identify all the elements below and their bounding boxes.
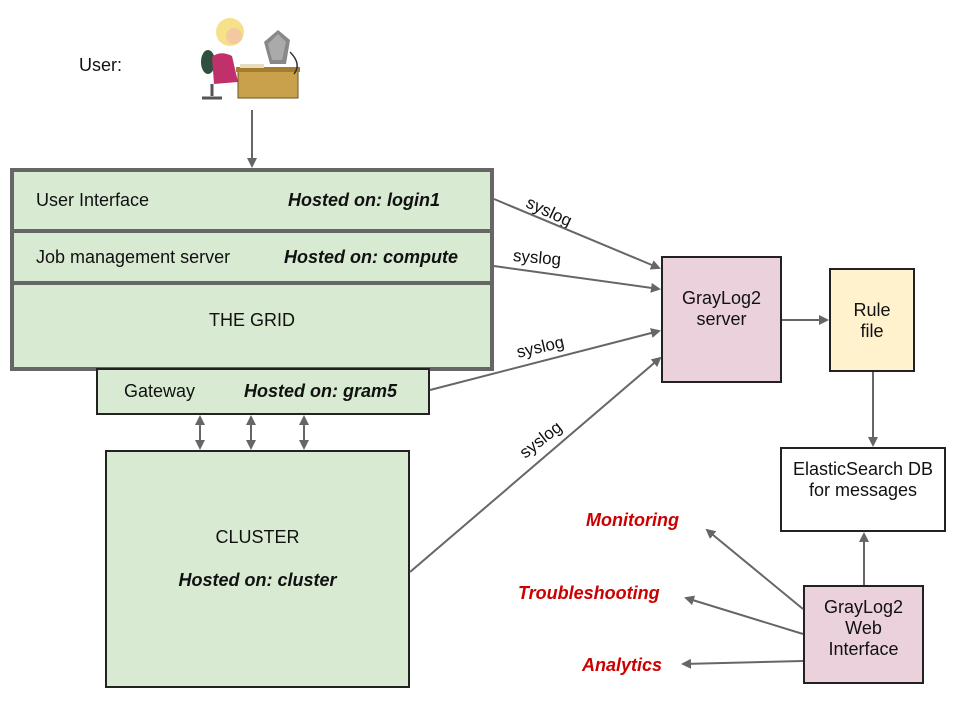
gateway-host: Hosted on: gram5 bbox=[244, 381, 398, 401]
arrow-cluster-to-server bbox=[409, 356, 662, 573]
user-interface-row: User Interface Hosted on: login1 bbox=[10, 168, 494, 233]
user-interface-label: User Interface bbox=[36, 190, 150, 210]
job-management-label: Job management server bbox=[36, 246, 231, 267]
user-at-computer-icon bbox=[190, 12, 308, 104]
user-label: User: bbox=[79, 55, 123, 75]
rule-file-line1: Rule bbox=[853, 300, 891, 320]
graylog-server-box: GrayLog2 server bbox=[661, 256, 782, 383]
graylog-web-interface-box: GrayLog2 Web Interface bbox=[803, 585, 924, 684]
elasticsearch-line1: ElasticSearch DB bbox=[792, 459, 934, 479]
user-interface-host: Hosted on: login1 bbox=[288, 190, 440, 210]
grid-title: THE GRID bbox=[208, 310, 295, 330]
elasticsearch-line2: for messages bbox=[808, 480, 918, 500]
use-analytics: Analytics bbox=[582, 655, 663, 675]
arrow-web-to-monitoring bbox=[705, 528, 804, 610]
cluster-title: CLUSTER bbox=[215, 527, 300, 547]
job-management-host: Hosted on: compute bbox=[284, 246, 458, 267]
cluster-host: Hosted on: cluster bbox=[178, 570, 337, 590]
arrow-job-to-server bbox=[493, 265, 661, 293]
arrow-web-to-analytics bbox=[681, 658, 804, 669]
rule-file-line2: file bbox=[860, 321, 884, 341]
use-troubleshooting: Troubleshooting bbox=[518, 583, 660, 603]
syslog-label-gateway: syslog bbox=[514, 332, 566, 362]
job-management-row: Job management server Hosted on: compute bbox=[10, 229, 494, 285]
gateway-label: Gateway bbox=[124, 381, 196, 401]
web-interface-line1: GrayLog2 bbox=[823, 597, 904, 617]
syslog-label-cluster: syslog bbox=[515, 417, 566, 463]
graylog-server-line1: GrayLog2 bbox=[681, 288, 762, 308]
arrow-web-to-troubleshooting bbox=[684, 595, 804, 635]
syslog-label-ui: syslog bbox=[523, 192, 575, 231]
graylog-server-line2: server bbox=[696, 309, 747, 329]
use-monitoring: Monitoring bbox=[586, 510, 679, 530]
gateway-box: Gateway Hosted on: gram5 bbox=[96, 368, 430, 415]
cluster-box: CLUSTER Hosted on: cluster bbox=[105, 450, 410, 688]
web-interface-line2: Web bbox=[845, 618, 882, 638]
elasticsearch-box: ElasticSearch DB for messages bbox=[780, 447, 946, 532]
rule-file-box: Rule file bbox=[829, 268, 915, 372]
web-interface-line3: Interface bbox=[828, 639, 899, 659]
syslog-label-job: syslog bbox=[512, 246, 562, 270]
